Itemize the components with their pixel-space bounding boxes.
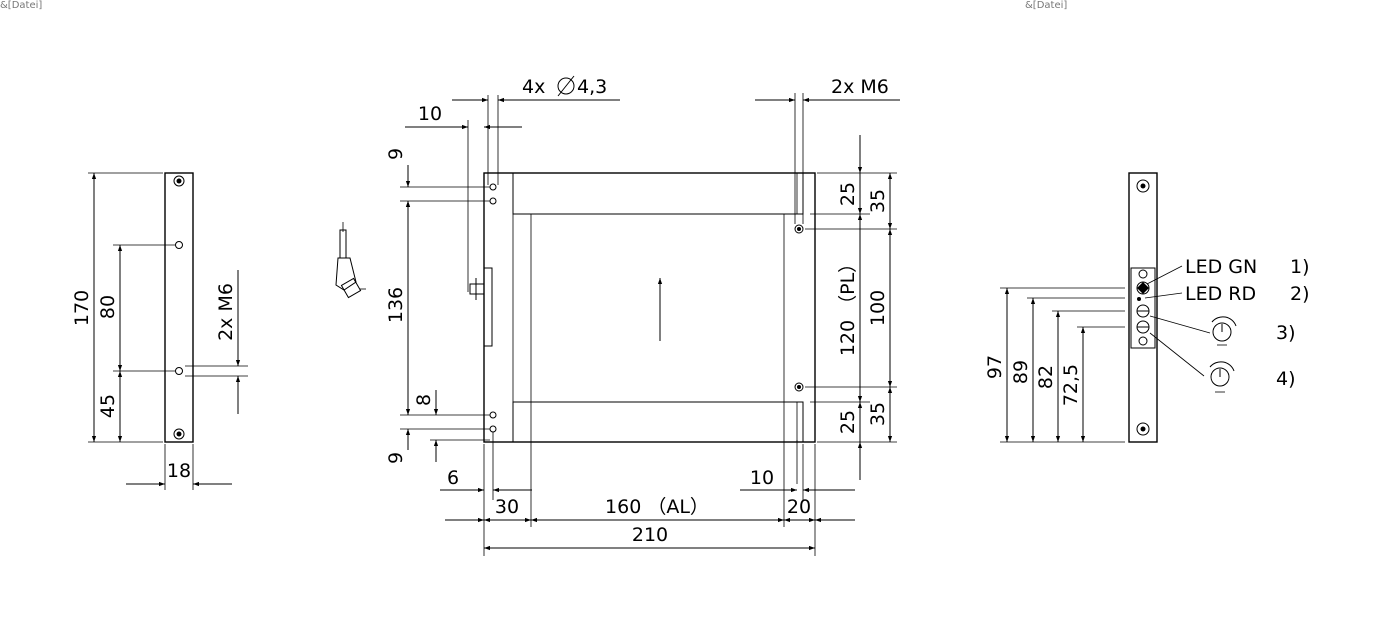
side-view: 170 80 45 2x M6 18 [71,172,248,490]
dim-25-top-label: 25 [837,182,859,206]
led-red-note: 2) [1290,283,1310,305]
receiver-profile [1128,172,1158,443]
dim-9-top-label: 9 [385,148,407,160]
thread-hole-icon [794,224,804,234]
dim-82-label: 82 [1035,365,1057,389]
led-red-icon [1137,297,1141,301]
dim-136-label: 136 [385,287,407,323]
dim-20-label: 20 [787,496,811,518]
screw-icon [173,428,185,440]
thread-hole-icon [175,367,183,375]
screw-icon [1138,336,1148,346]
thread-hole-icon [794,382,804,392]
cable-plug-icon [335,222,366,299]
protected-length-label: 120 （PL） [837,254,859,356]
led-green-label: LED GN [1185,256,1257,278]
dim-8-label: 8 [413,394,435,406]
dim-10-bottom-label: 10 [750,467,774,489]
light-curtain-frame [483,172,816,443]
pot1-note: 3) [1276,322,1296,344]
potentiometer-symbol-icon [1211,316,1237,346]
thread-hole-icon [175,241,183,249]
dim-100-label: 100 [867,290,889,326]
header-right: &[Datei] [1025,0,1068,11]
led-view: LED GN 1) LED RD 2) 3) 4) 97 89 82 [984,172,1310,443]
dim-9-bottom-label: 9 [385,452,407,464]
dim-35-top-label: 35 [867,189,889,213]
active-length-label: 160 （AL） [605,496,709,518]
dim-89-label: 89 [1010,360,1032,384]
front-view: 4x 4,3 10 9 136 8 9 [335,75,900,556]
screw-icon [1136,422,1150,436]
screw-icon-center [176,431,182,437]
screw-icon [1136,179,1150,193]
dim-18-label: 18 [167,460,191,482]
thread-label: 2x M6 [215,283,237,341]
led-icon [1138,269,1148,279]
led-green-note: 1) [1290,256,1310,278]
header-left: &[Datei] [0,0,43,11]
connector-icon [469,283,485,295]
dim-10-top-label: 10 [418,103,442,125]
dim-170-label: 170 [71,290,93,326]
potentiometer-symbol-icon [1209,361,1235,393]
pot2-note: 4) [1276,368,1296,390]
dim-35-bottom-label: 35 [867,402,889,426]
dim-45-label: 45 [97,394,119,418]
dim-210-label: 210 [632,524,668,546]
dim-6-label: 6 [447,467,459,489]
led-red-label: LED RD [1185,283,1256,305]
thread-top-label: 2x M6 [831,76,889,98]
dim-97-label: 97 [984,355,1006,379]
holes-count-label: 4x [522,76,545,98]
side-profile [164,172,194,443]
diameter-icon [557,75,575,97]
screw-icon [173,175,185,187]
dim-25-bottom-label: 25 [837,410,859,434]
dim-30-label: 30 [495,496,519,518]
hole-diameter-label: 4,3 [577,76,607,98]
screw-icon-center [176,178,182,184]
dim-72-5-label: 72,5 [1060,364,1082,406]
dim-80-label: 80 [97,295,119,319]
